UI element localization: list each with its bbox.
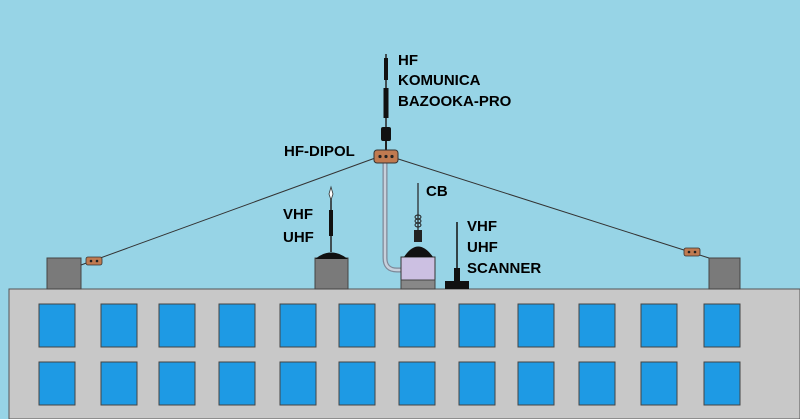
vhf-uhf-chimney	[314, 257, 349, 290]
hf-label-line2: KOMUNICA	[398, 72, 481, 89]
scanner-label-line2: UHF	[467, 239, 498, 256]
window	[218, 361, 256, 406]
window	[100, 361, 138, 406]
hf-label-line3: BAZOOKA-PRO	[398, 93, 512, 110]
cb-box	[400, 256, 436, 281]
insulator-hole	[687, 250, 691, 254]
window	[458, 361, 496, 406]
window	[279, 361, 317, 406]
window	[517, 361, 555, 406]
window	[338, 361, 376, 406]
insulator-hole	[384, 154, 388, 159]
coax-feeder-inner	[383, 163, 401, 272]
vhf-uhf-base	[315, 252, 348, 259]
vhf-uhf-tip	[328, 185, 334, 202]
window	[38, 361, 76, 406]
scanner-label-line1: VHF	[467, 218, 497, 235]
scanner-label-line3: SCANNER	[467, 260, 541, 277]
window	[279, 303, 317, 348]
window	[640, 303, 678, 348]
insulator-hole	[378, 154, 382, 159]
scanner-mount	[454, 268, 460, 282]
window	[703, 303, 741, 348]
window	[158, 361, 196, 406]
right-chimney	[708, 257, 741, 290]
right-end-insulator	[683, 247, 701, 257]
dipole-wire-left	[80, 156, 379, 266]
hf-whip-section-2	[383, 88, 389, 118]
window	[398, 303, 436, 348]
hf-whip-section-1	[384, 58, 388, 80]
window	[158, 303, 196, 348]
insulator-hole	[95, 259, 99, 263]
insulator-hole	[89, 259, 93, 263]
window	[640, 361, 678, 406]
cb-label: CB	[426, 183, 448, 200]
window	[578, 361, 616, 406]
hf-label-line1: HF	[398, 52, 418, 69]
building-windows	[38, 303, 741, 406]
window	[458, 303, 496, 348]
cb-mount	[414, 230, 422, 242]
insulator-hole	[390, 154, 394, 159]
left-end-insulator	[85, 256, 103, 266]
window	[100, 303, 138, 348]
left-chimney	[46, 257, 82, 290]
cb-box-base	[400, 279, 436, 290]
window	[38, 303, 76, 348]
window	[338, 303, 376, 348]
vhf-uhf-coil	[329, 210, 333, 236]
cb-base	[404, 246, 433, 257]
hf-coil	[381, 127, 391, 141]
dipole-wire-right	[391, 156, 710, 259]
vhf-uhf-label-line1: VHF	[283, 206, 313, 223]
window	[578, 303, 616, 348]
scanner-base	[445, 281, 469, 289]
cb-loading-coil	[414, 214, 422, 228]
window	[218, 303, 256, 348]
vhf-uhf-label-line2: UHF	[283, 229, 314, 246]
hf-dipol-label: HF-DIPOL	[284, 143, 355, 160]
window	[398, 361, 436, 406]
window	[703, 361, 741, 406]
insulator-hole	[693, 250, 697, 254]
window	[517, 303, 555, 348]
